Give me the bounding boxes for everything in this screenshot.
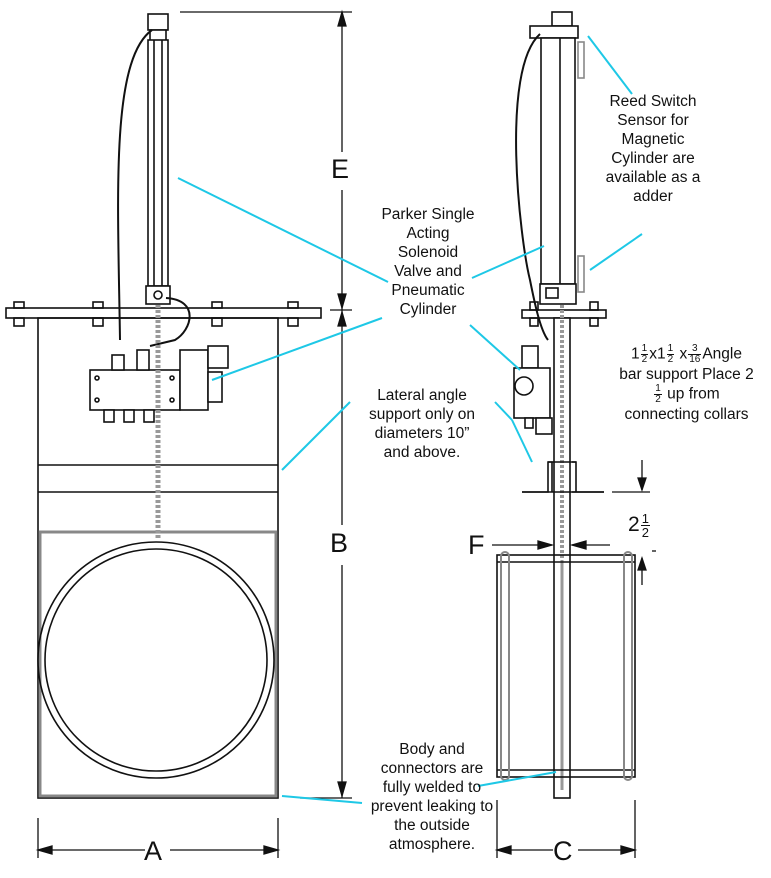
dimension-label-e: E [331, 154, 350, 184]
note-reed-switch: Reed Switch Sensor for Magnetic Cylinder… [605, 93, 701, 205]
note-parker-solenoid: Parker Single Acting Solenoid Valve and … [381, 206, 475, 318]
front-solenoid-valve [89, 345, 229, 423]
leader-lines [177, 35, 643, 804]
dimension-label-a: A [144, 836, 163, 866]
front-flange-circle [37, 541, 275, 779]
note-lateral-angle-support: Lateral angle support only on diameters … [369, 387, 475, 461]
front-gate-plate [38, 530, 278, 798]
side-view [496, 11, 636, 799]
reed-switch-top [577, 41, 585, 79]
dimension-label-b: B [330, 528, 349, 558]
front-top-plate [5, 307, 322, 319]
dimension-label-c: C [553, 836, 573, 866]
dimension-lines [35, 9, 656, 858]
side-solenoid-valve [513, 345, 553, 435]
note-body-welded: Body and connectors are fully welded to … [370, 741, 494, 853]
dimension-label-f: F [468, 530, 485, 560]
front-view [5, 13, 322, 799]
reed-switch-bottom [577, 255, 585, 293]
side-cylinder-tube [540, 37, 576, 285]
front-cylinder-cap [147, 13, 169, 31]
front-cylinder-tube [147, 39, 169, 287]
side-collar [496, 554, 636, 778]
